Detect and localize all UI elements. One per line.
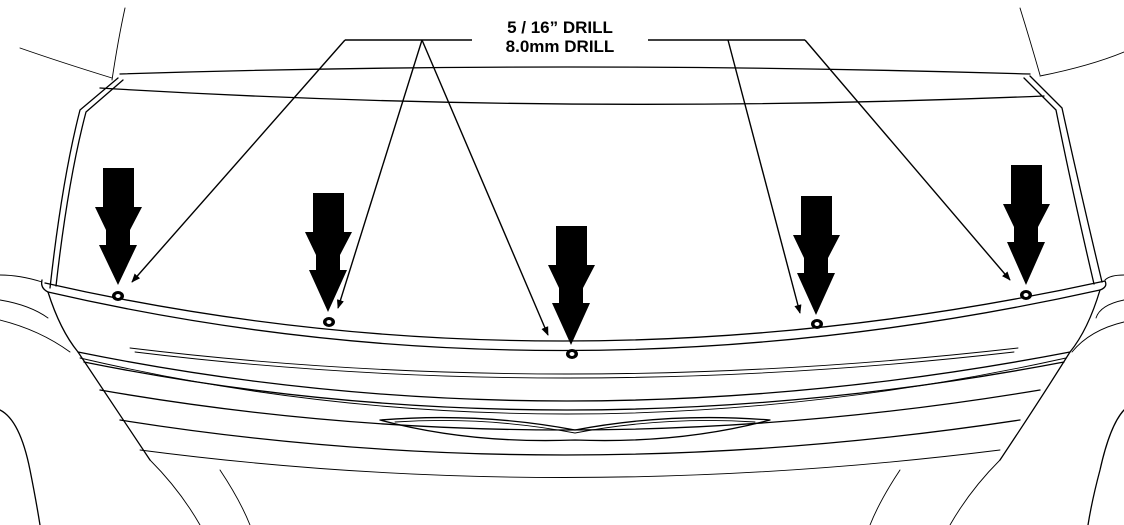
leader-line-3 (421, 39, 549, 336)
drill-hole-4 (811, 319, 823, 329)
drill-hole-3 (566, 349, 578, 359)
leader-line-4 (727, 39, 802, 314)
drill-size-imperial: 5 / 16” DRILL (507, 18, 613, 37)
lower-body-lines (0, 274, 1124, 525)
drill-size-metric: 8.0mm DRILL (505, 37, 615, 56)
drill-hole-5 (1020, 290, 1032, 300)
drill-hole-1 (112, 291, 124, 301)
down-arrows (95, 165, 1050, 345)
spoiler-edge (40, 279, 1107, 379)
leader-line-2 (336, 39, 423, 309)
down-arrow-1 (95, 168, 142, 285)
badge-emblem (379, 416, 771, 442)
drill-size-callout: 5 / 16” DRILL 8.0mm DRILL (472, 18, 648, 56)
drill-hole-2 (323, 317, 335, 327)
trunk-lid-body (49, 66, 1103, 289)
down-arrow-3 (548, 226, 595, 345)
drill-holes (112, 290, 1032, 359)
leader-line-1 (131, 39, 346, 283)
leader-lines (131, 39, 1011, 336)
down-arrow-5 (1003, 165, 1050, 285)
rear-window-outline (19, 7, 1124, 81)
down-arrow-4 (793, 196, 840, 315)
leader-line-5 (804, 39, 1011, 281)
down-arrow-2 (305, 193, 352, 312)
